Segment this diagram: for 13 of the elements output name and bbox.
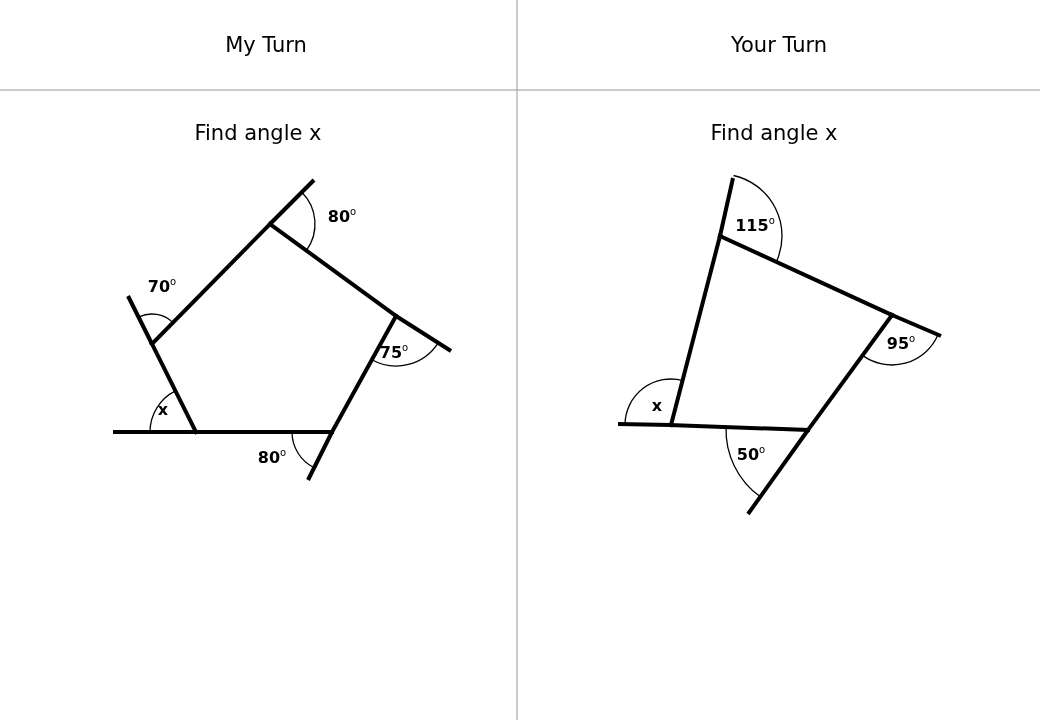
angle-label: 115$^{o}$ [735, 215, 775, 235]
angle-label: 75$^{o}$ [379, 342, 409, 362]
column-heading: My Turn [225, 33, 307, 57]
question-text: Find angle x [194, 121, 322, 145]
angle-label: 80$^{o}$ [257, 447, 287, 467]
question-text: Find angle x [710, 121, 838, 145]
angle-label: 80$^{o}$ [327, 206, 357, 226]
angle-label: x [157, 399, 169, 419]
column-heading: Your Turn [731, 33, 827, 57]
angle-label: 50$^{o}$ [736, 444, 766, 464]
angle-label: 70$^{o}$ [147, 276, 177, 296]
angle-label: x [651, 395, 663, 415]
angle-label: 95$^{o}$ [886, 333, 916, 353]
